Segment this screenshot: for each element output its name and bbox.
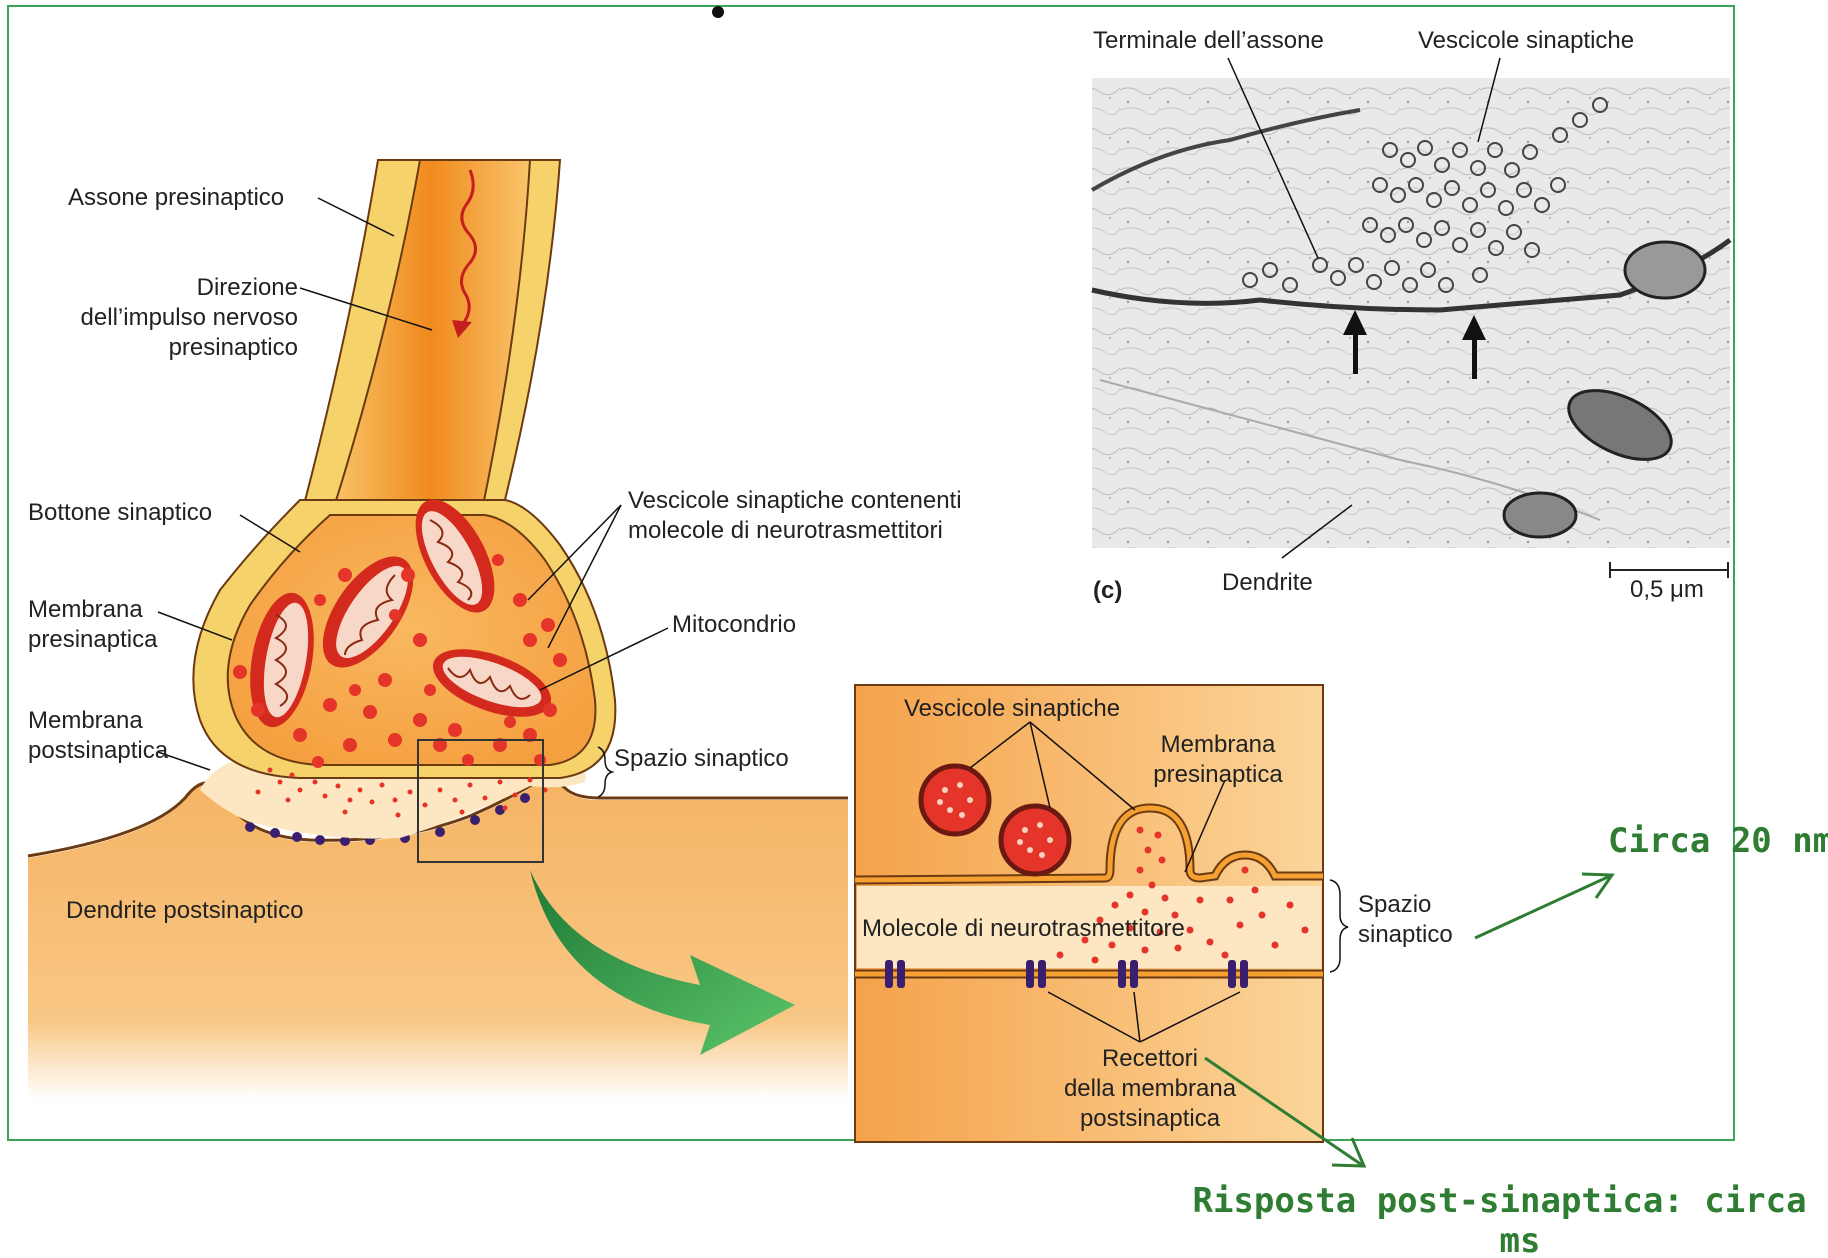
electron-micrograph: Terminale dell’assone Vescicole sinaptic… [1092, 27, 1730, 604]
micro-label-dendrite: Dendrite [1222, 569, 1313, 596]
label-impulse-direction-1: Direzione [197, 274, 298, 301]
inset-label-membrane-1: Membrana [1161, 731, 1276, 758]
annotation-cleft-width: Circa 20 nm [1608, 821, 1828, 861]
inset-label-receptors-1: Recettori [1102, 1045, 1198, 1072]
label-vesicles-containing-1: Vescicole sinaptiche contenenti [628, 487, 962, 514]
label-synaptic-bouton: Bottone sinaptico [28, 499, 212, 526]
label-synaptic-cleft: Spazio sinaptico [614, 745, 789, 772]
inset-label-neurotransmitter: Molecole di neurotrasmettitore [862, 915, 1185, 942]
label-postsynaptic-dendrite: Dendrite postsinaptico [66, 897, 303, 924]
inset-label-cleft-2: sinaptico [1358, 921, 1453, 948]
label-postsynaptic-membrane-2: postsinaptica [28, 737, 169, 764]
inset-label-membrane-2: presinaptica [1153, 761, 1283, 788]
inset-label-receptors-3: postsinaptica [1080, 1105, 1221, 1132]
micrograph-mitochondrion-2 [1504, 493, 1576, 537]
micro-panel-letter: (c) [1093, 577, 1122, 604]
zoomed-inset: Vescicole sinaptiche Membrana presinapti… [855, 685, 1453, 1142]
inset-label-cleft-1: Spazio [1358, 891, 1431, 918]
top-dot [712, 6, 724, 18]
micrograph-mitochondrion-3 [1625, 242, 1705, 298]
label-mitochondrion: Mitocondrio [672, 611, 796, 638]
micro-label-vesicles: Vescicole sinaptiche [1418, 27, 1634, 54]
inset-label-vesicles: Vescicole sinaptiche [904, 695, 1120, 722]
label-presynaptic-membrane-2: presinaptica [28, 626, 158, 653]
label-postsynaptic-membrane-1: Membrana [28, 707, 143, 734]
inset-label-receptors-2: della membrana [1064, 1075, 1237, 1102]
annotation-arrow-cleft [1475, 876, 1610, 938]
micro-label-axon-terminal: Terminale dell’assone [1093, 27, 1324, 54]
annotation-response-1: Risposta post-sinaptica: circa 1 [1192, 1181, 1828, 1221]
scale-bar-label: 0,5 μm [1630, 576, 1704, 603]
label-vesicles-containing-2: molecole di neurotrasmettitori [628, 517, 943, 544]
label-impulse-direction-3: presinaptico [169, 334, 298, 361]
label-impulse-direction-2: dell’impulso nervoso [81, 304, 298, 331]
annotation-response-2: ms [1500, 1221, 1541, 1258]
label-presynaptic-axon: Assone presinaptico [68, 184, 284, 211]
scale-bar: 0,5 μm [1610, 562, 1728, 603]
label-presynaptic-membrane-1: Membrana [28, 596, 143, 623]
